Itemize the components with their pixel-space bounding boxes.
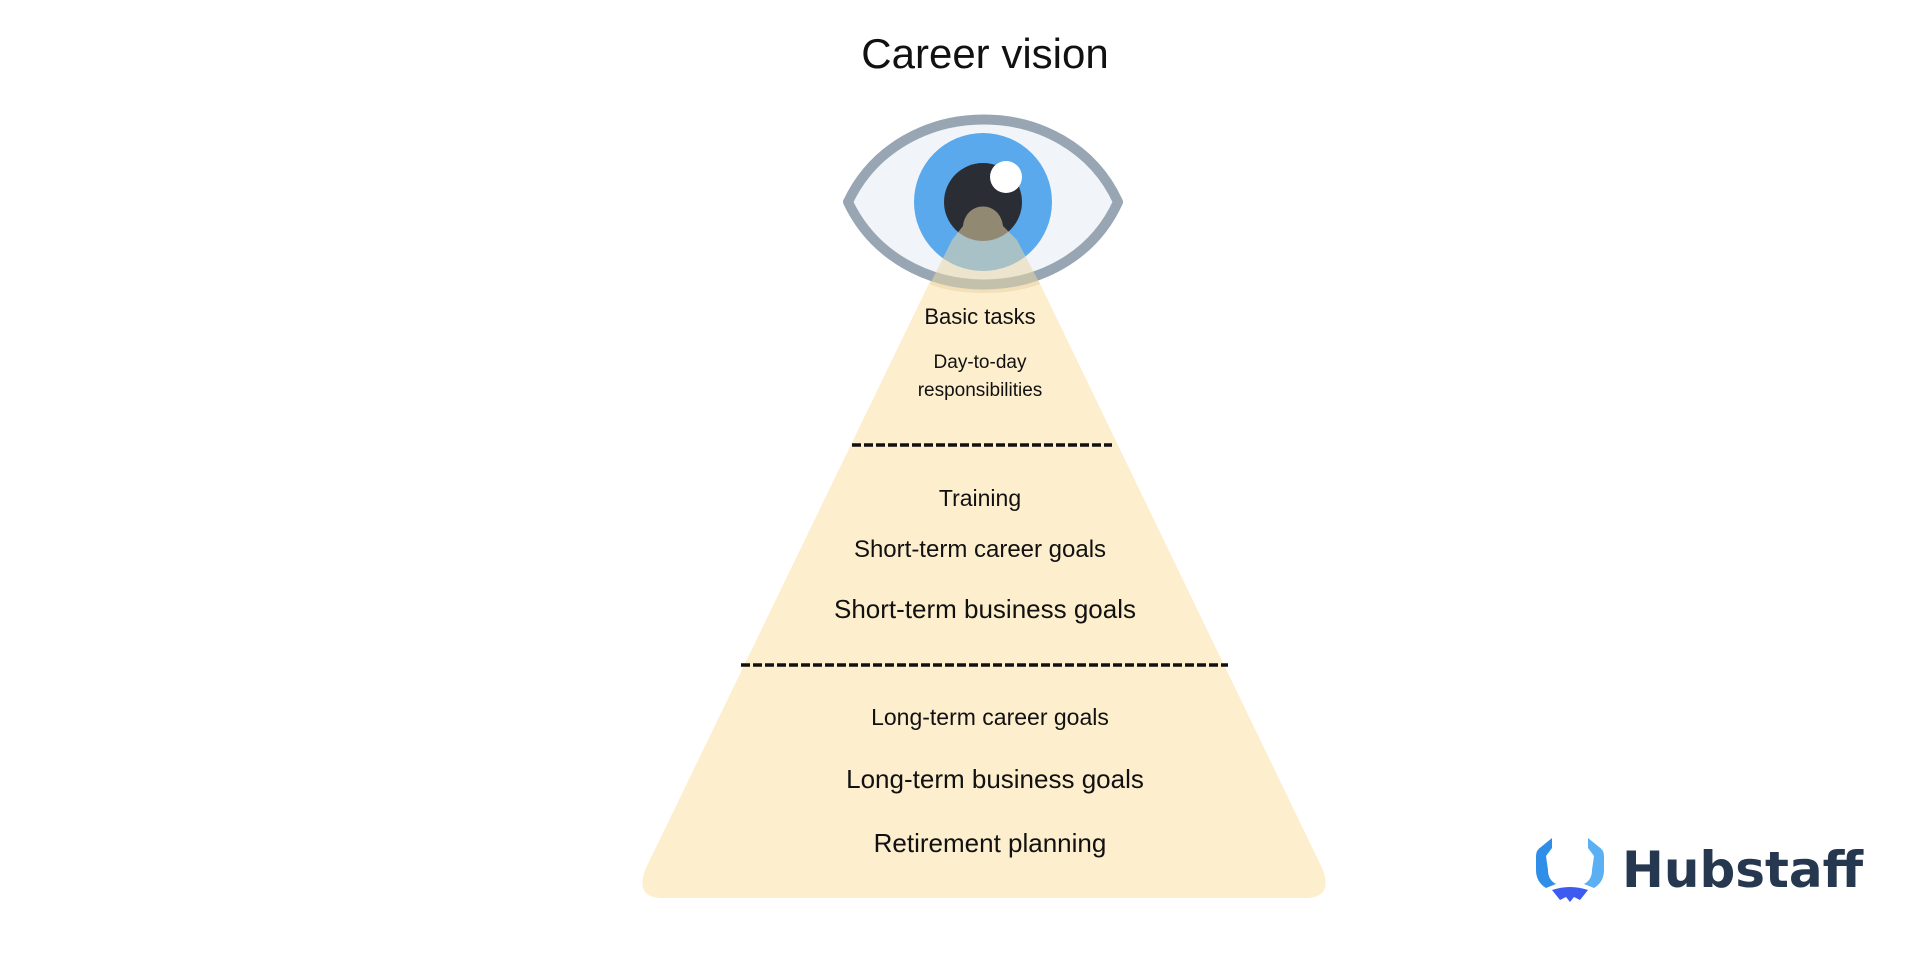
- level-bottom-item-retirement: Retirement planning: [873, 828, 1107, 858]
- hubstaff-logo-icon: [1536, 838, 1604, 902]
- eye-icon: [843, 114, 1123, 290]
- level-bottom-item-long-term-business: Long-term business goals: [846, 764, 1144, 794]
- level-top-item-basic-tasks: Basic tasks: [924, 304, 1036, 329]
- level-top-item-day-to-day: Day-to-day responsibilities: [917, 352, 1043, 401]
- brand-logo: Hubstaff: [1530, 834, 1870, 906]
- level-middle-item-short-term-business: Short-term business goals: [833, 594, 1137, 624]
- level-middle-item-training: Training: [938, 485, 1022, 511]
- vision-pyramid: [642, 236, 1326, 898]
- page-title: Career vision: [861, 30, 1109, 77]
- brand-name: Hubstaff: [1622, 841, 1864, 899]
- level-bottom-item-long-term-career: Long-term career goals: [871, 704, 1109, 730]
- level-middle-item-short-term-career: Short-term career goals: [853, 536, 1107, 563]
- vision-beam-overlay: [930, 206, 1040, 293]
- eye-highlight: [990, 161, 1022, 193]
